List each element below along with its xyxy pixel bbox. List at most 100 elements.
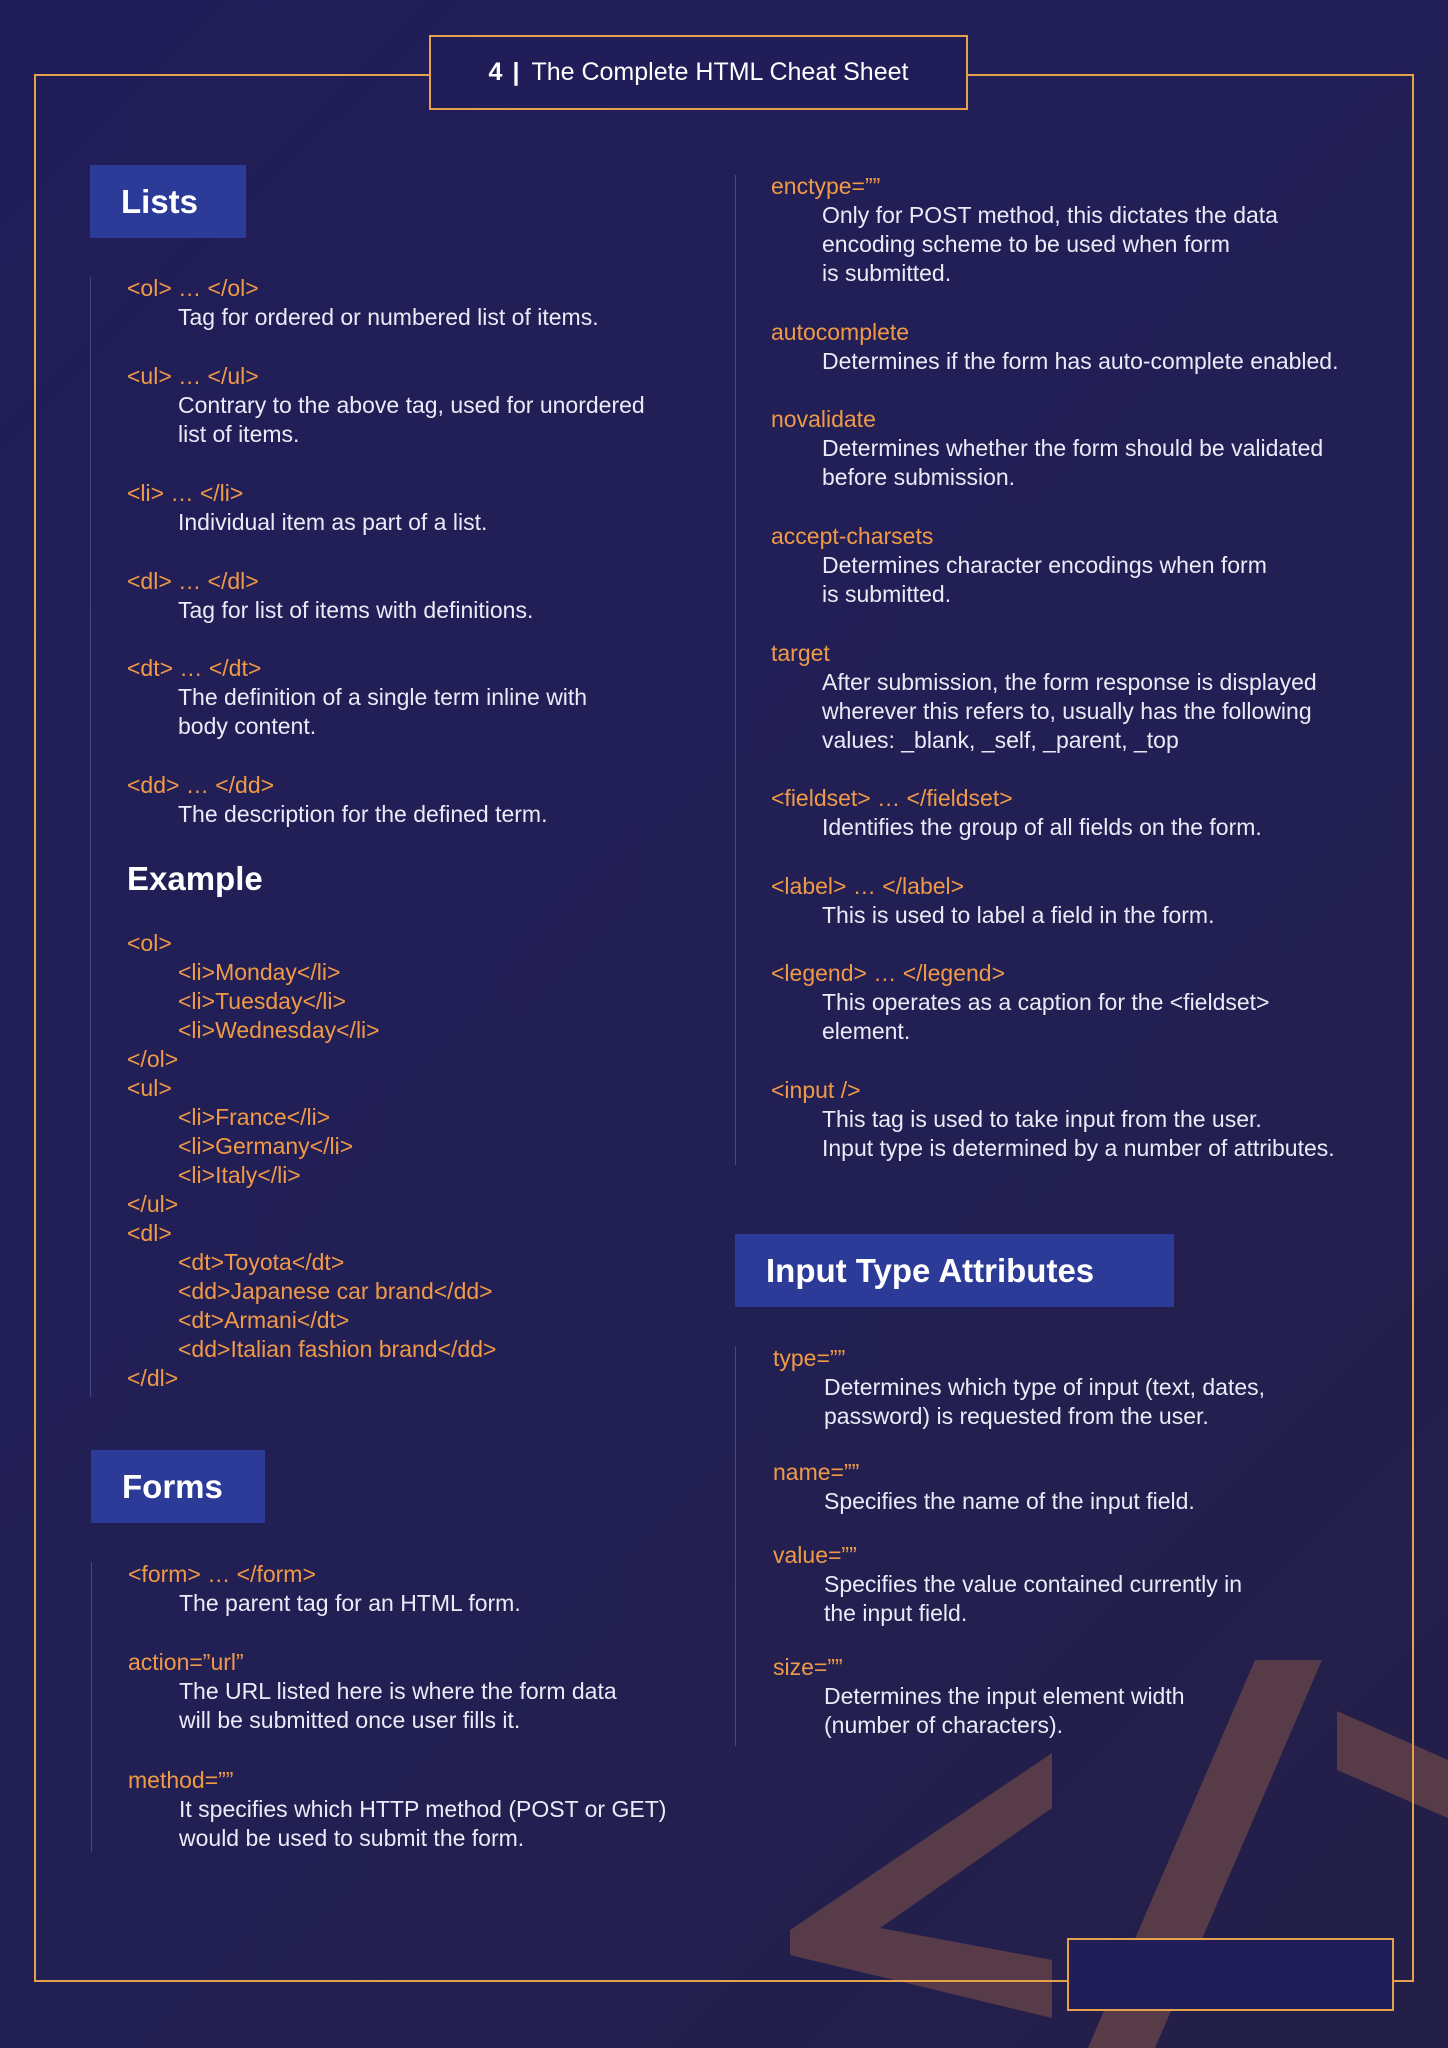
entry-desc-line: Tag for ordered or numbered list of item… (178, 304, 599, 330)
list-entry-ol: <ol> … </ol> Tag for ordered or numbered… (127, 274, 599, 332)
entry-desc-line: will be submitted once user fills it. (179, 1707, 521, 1733)
list-entry-ul: <ul> … </ul> Contrary to the above tag, … (127, 362, 645, 449)
entry-desc-line: element. (822, 1018, 911, 1044)
entry-desc-line: After submission, the form response is d… (822, 669, 1317, 695)
entry-desc-line: wherever this refers to, usually has the… (822, 698, 1312, 724)
list-entry-li: <li> … </li> Individual item as part of … (127, 479, 487, 537)
form-attr-label: <label> … </label> This is used to label… (771, 872, 1214, 930)
list-entry-dl: <dl> … </dl> Tag for list of items with … (127, 567, 533, 625)
entry-tag: novalidate (771, 406, 876, 432)
entry-desc-line: encoding scheme to be used when form (822, 231, 1230, 257)
entry-desc-line: This operates as a caption for the <fiel… (822, 989, 1270, 1015)
code-line: <li>Tuesday</li> (178, 988, 346, 1014)
forms-entry-form: <form> … </form> The parent tag for an H… (128, 1560, 521, 1618)
entry-tag: type=”” (773, 1345, 846, 1371)
code-line: <ol> (127, 930, 172, 956)
entry-desc-line: Determines character encodings when form (822, 552, 1267, 578)
entry-desc-line: the input field. (824, 1600, 968, 1626)
form-attr-target: target After submission, the form respon… (771, 639, 1317, 755)
code-line: </dl> (127, 1365, 179, 1391)
code-line: <li>Monday</li> (178, 959, 341, 985)
entry-desc-line: The description for the defined term. (178, 801, 548, 827)
entry-tag: <ol> … </ol> (127, 275, 259, 301)
page-title: The Complete HTML Cheat Sheet (531, 58, 909, 86)
entry-desc-line: would be used to submit the form. (179, 1825, 525, 1851)
entry-tag: <legend> … </legend> (771, 960, 1006, 986)
entry-tag: <dl> … </dl> (127, 568, 259, 594)
code-line: <dt>Toyota</dt> (178, 1249, 345, 1275)
entry-tag: <input /> (771, 1077, 861, 1103)
entry-desc-line: Contrary to the above tag, used for unor… (178, 392, 645, 418)
forms-heading: Forms (91, 1450, 265, 1523)
entry-desc-line: is submitted. (822, 581, 952, 607)
entry-desc-line: Identifies the group of all fields on th… (822, 814, 1262, 840)
lists-divider (90, 277, 91, 1397)
form-attr-accept-charsets: accept-charsets Determines character enc… (771, 522, 1267, 609)
input-attr-name: name=”” Specifies the name of the input … (773, 1458, 1195, 1516)
form-attr-novalidate: novalidate Determines whether the form s… (771, 405, 1323, 492)
form-attr-fieldset: <fieldset> … </fieldset> Identifies the … (771, 784, 1262, 842)
form-attr-autocomplete: autocomplete Determines if the form has … (771, 318, 1339, 376)
input-type-divider (735, 1346, 736, 1746)
entry-desc-line: password) is requested from the user. (824, 1403, 1209, 1429)
page-number: 4 (488, 58, 503, 86)
entry-tag: <fieldset> … </fieldset> (771, 785, 1013, 811)
list-entry-dd: <dd> … </dd> The description for the def… (127, 771, 547, 829)
code-line: <li>Italy</li> (178, 1162, 301, 1188)
header-separator: | (512, 58, 520, 86)
entry-desc-line: The definition of a single term inline w… (178, 684, 588, 710)
code-line: <dt>Armani</dt> (178, 1307, 350, 1333)
code-line: <dd>Italian fashion brand</dd> (178, 1336, 497, 1362)
entry-desc-line: This is used to label a field in the for… (822, 902, 1215, 928)
forms-entry-action: action=”url” The URL listed here is wher… (128, 1648, 617, 1735)
entry-tag: <ul> … </ul> (127, 363, 259, 389)
input-attr-size: size=”” Determines the input element wid… (773, 1653, 1185, 1740)
code-line: <dd>Japanese car brand</dd> (178, 1278, 493, 1304)
input-attr-type: type=”” Determines which type of input (… (773, 1344, 1265, 1431)
page-header: 4 | The Complete HTML Cheat Sheet (429, 35, 968, 110)
entry-desc-line: Determines the input element width (824, 1683, 1185, 1709)
entry-tag: method=”” (128, 1767, 234, 1793)
entry-desc-line: values: _blank, _self, _parent, _top (822, 727, 1179, 753)
lists-heading-text: Lists (121, 182, 199, 220)
entry-desc-line: is submitted. (822, 260, 952, 286)
entry-desc-line: It specifies which HTTP method (POST or … (179, 1796, 667, 1822)
entry-tag: <li> … </li> (127, 480, 244, 506)
entry-desc-line: Specifies the value contained currently … (824, 1571, 1243, 1597)
footer-box (1067, 1938, 1394, 2011)
entry-tag: value=”” (773, 1542, 857, 1568)
form-attr-input: <input /> This tag is used to take input… (771, 1076, 1335, 1163)
entry-desc-line: list of items. (178, 421, 300, 447)
entry-desc-line: The URL listed here is where the form da… (179, 1678, 617, 1704)
entry-desc-line: Determines whether the form should be va… (822, 435, 1324, 461)
entry-desc-line: body content. (178, 713, 317, 739)
entry-tag: autocomplete (771, 319, 910, 345)
entry-tag: enctype=”” (771, 173, 881, 199)
form-attr-legend: <legend> … </legend> This operates as a … (771, 959, 1270, 1046)
forms-divider (91, 1562, 92, 1852)
list-entry-dt: <dt> … </dt> The definition of a single … (127, 654, 587, 741)
code-line: <ul> (127, 1075, 172, 1101)
code-line: <li>Wednesday</li> (178, 1017, 380, 1043)
input-attr-value: value=”” Specifies the value contained c… (773, 1541, 1242, 1628)
example-heading: Example (127, 860, 263, 897)
entry-tag: size=”” (773, 1654, 843, 1680)
entry-desc-line: This tag is used to take input from the … (822, 1106, 1262, 1132)
entry-desc-line: Determines which type of input (text, da… (824, 1374, 1266, 1400)
entry-desc-line: before submission. (822, 464, 1016, 490)
lists-heading: Lists (90, 165, 246, 238)
entry-desc-line: Determines if the form has auto-complete… (822, 348, 1339, 374)
input-type-heading: Input Type Attributes (735, 1234, 1174, 1307)
entry-tag: action=”url” (128, 1649, 244, 1675)
entry-desc-line: Input type is determined by a number of … (822, 1135, 1335, 1161)
entry-tag: <label> … </label> (771, 873, 965, 899)
entry-desc-line: (number of characters). (824, 1712, 1064, 1738)
entry-tag: <form> … </form> (128, 1561, 316, 1587)
entry-desc-line: Specifies the name of the input field. (824, 1488, 1195, 1514)
code-line: <li>Germany</li> (178, 1133, 354, 1159)
code-line: <li>France</li> (178, 1104, 331, 1130)
entry-desc-line: The parent tag for an HTML form. (179, 1590, 521, 1616)
entry-tag: <dd> … </dd> (127, 772, 275, 798)
input-type-heading-text: Input Type Attributes (766, 1251, 1095, 1289)
code-line: <dl> (127, 1220, 172, 1246)
